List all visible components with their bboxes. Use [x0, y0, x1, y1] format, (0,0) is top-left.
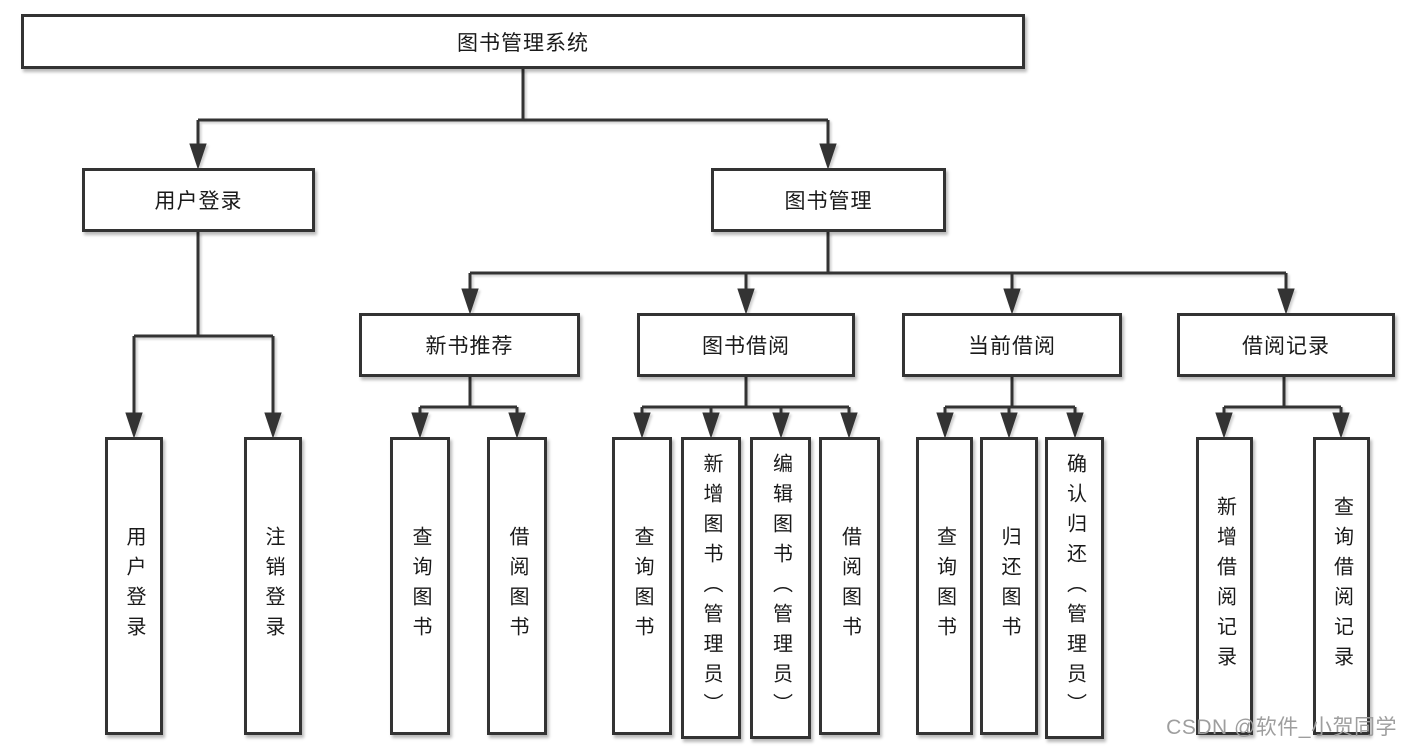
node-root-label: 图书管理系统 [457, 31, 589, 55]
arrowhead [1277, 288, 1295, 315]
leaf-add-book-admin: 新增图书（管理员） [681, 437, 741, 739]
leaf-logout: 注销登录 [244, 437, 302, 735]
leaf-query-borrow-record: 查询借阅记录 [1313, 437, 1370, 735]
node-book-borrow: 图书借阅 [637, 313, 855, 377]
leaf-edit-book-admin: 编辑图书（管理员） [750, 437, 811, 739]
arrowhead [461, 288, 479, 315]
node-current-borrow: 当前借阅 [902, 313, 1122, 377]
connector-book-management-children [468, 232, 1288, 290]
node-book-management: 图书管理 [711, 168, 946, 232]
leaf-borrow-books: 借阅图书 [819, 437, 880, 735]
leaf-user-login-label: 用户登录 [123, 526, 145, 646]
leaf-query-books-current-label: 查询图书 [933, 526, 956, 646]
arrowhead [1332, 412, 1350, 439]
arrowhead [1066, 412, 1084, 439]
arrowhead [633, 412, 651, 439]
leaf-add-book-admin-label: 新增图书（管理员） [700, 453, 722, 723]
node-user-login: 用户登录 [82, 168, 315, 232]
leaf-edit-book-admin-label: 编辑图书（管理员） [769, 453, 792, 723]
watermark: CSDN @软件_小贺同学 [1166, 716, 1397, 739]
node-current-borrow-label: 当前借阅 [968, 335, 1056, 358]
arrowhead [936, 412, 954, 439]
arrowhead [411, 412, 429, 439]
arrowhead [264, 412, 282, 439]
leaf-user-login: 用户登录 [105, 437, 163, 735]
leaf-query-books-recommend: 查询图书 [390, 437, 450, 735]
node-borrow-record-label: 借阅记录 [1242, 335, 1330, 358]
node-book-borrow-label: 图书借阅 [702, 335, 790, 358]
leaf-return-book-label: 归还图书 [998, 526, 1020, 646]
connector-root-to-level2 [196, 69, 830, 146]
node-user-login-label: 用户登录 [154, 190, 243, 213]
leaf-confirm-return-admin-label: 确认归还（管理员） [1063, 453, 1086, 723]
connector-current-borrow-children [943, 377, 1077, 414]
node-book-management-label: 图书管理 [784, 190, 873, 213]
arrowhead [702, 412, 720, 439]
arrowhead [125, 412, 143, 439]
node-new-book-recommend-label: 新书推荐 [425, 335, 514, 358]
leaf-confirm-return-admin: 确认归还（管理员） [1045, 437, 1104, 739]
arrowhead [189, 143, 207, 170]
leaf-borrow-books-label: 借阅图书 [838, 526, 861, 646]
leaf-logout-label: 注销登录 [262, 526, 284, 646]
connector-book-borrow-children [640, 377, 851, 414]
leaf-add-borrow-record-label: 新增借阅记录 [1213, 496, 1236, 676]
connector-borrow-record-children [1222, 377, 1343, 414]
connector-user-login-children [132, 232, 275, 414]
leaf-borrow-books-recommend-label: 借阅图书 [506, 526, 528, 646]
arrowhead [772, 412, 790, 439]
leaf-add-borrow-record: 新增借阅记录 [1196, 437, 1253, 735]
arrowhead [1003, 288, 1021, 315]
node-root: 图书管理系统 [21, 14, 1025, 69]
arrowhead [737, 288, 755, 315]
arrowhead [1000, 412, 1018, 439]
leaf-return-book: 归还图书 [980, 437, 1038, 735]
connector-new-book-recommend-children [418, 377, 519, 414]
node-borrow-record: 借阅记录 [1177, 313, 1395, 377]
leaf-query-books-recommend-label: 查询图书 [409, 526, 431, 646]
leaf-query-books-borrow: 查询图书 [612, 437, 672, 735]
node-new-book-recommend: 新书推荐 [359, 313, 580, 377]
arrowhead [819, 143, 837, 170]
leaf-borrow-books-recommend: 借阅图书 [487, 437, 547, 735]
leaf-query-borrow-record-label: 查询借阅记录 [1330, 496, 1353, 676]
arrowhead [508, 412, 526, 439]
leaf-query-books-current: 查询图书 [916, 437, 973, 735]
leaf-query-books-borrow-label: 查询图书 [631, 526, 653, 646]
arrowhead [840, 412, 858, 439]
arrowhead [1215, 412, 1233, 439]
